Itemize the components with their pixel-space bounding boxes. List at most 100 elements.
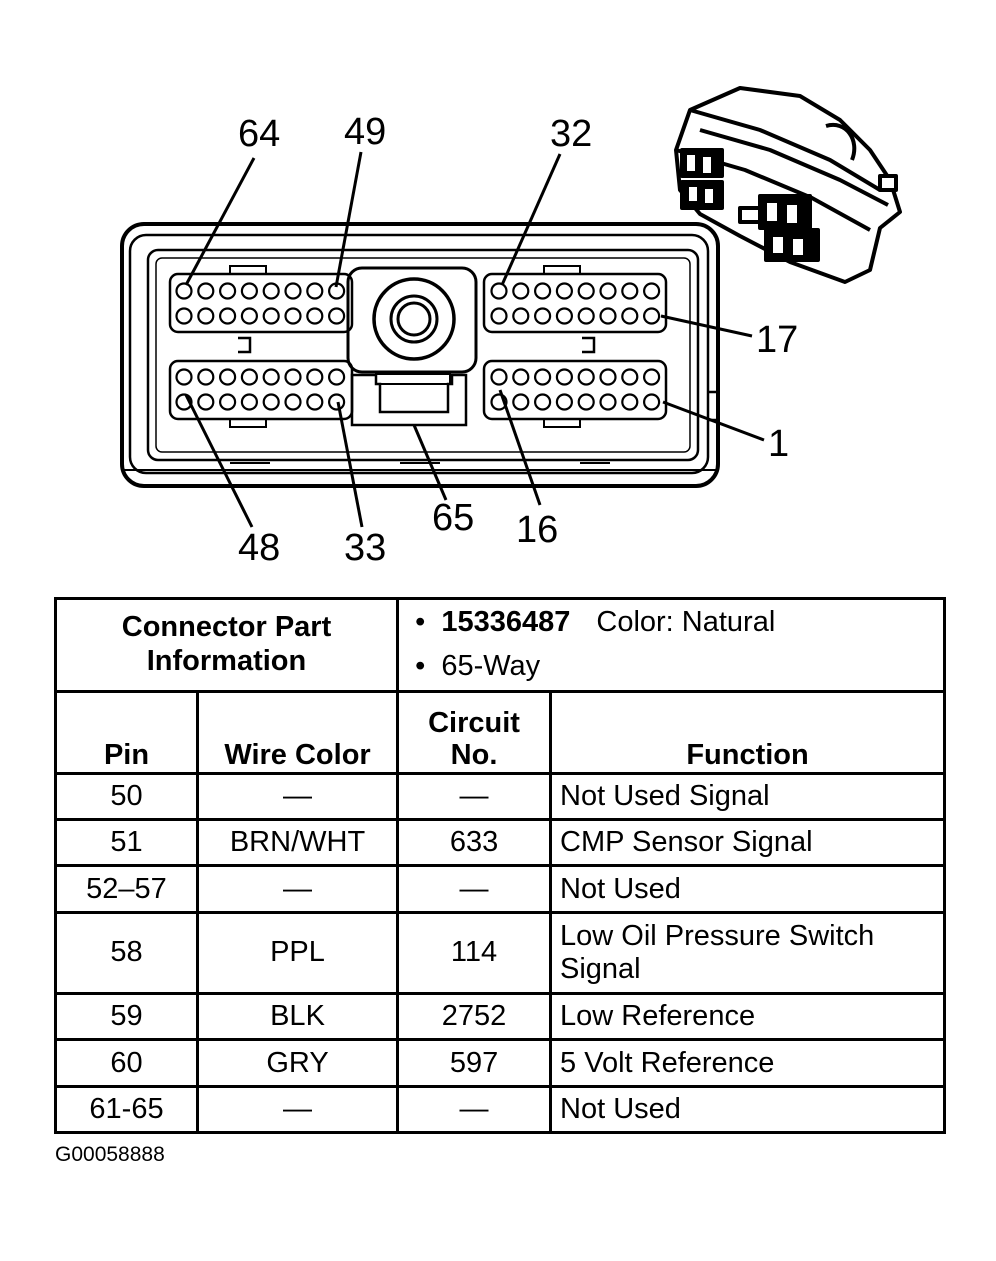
cell-wire-color: PPL [195,910,400,996]
pin-hole [219,393,237,411]
pin-hole [512,368,530,386]
cell-pin: 52–57 [54,864,199,914]
pin-hole [284,282,302,300]
pin-hole [240,368,258,386]
pin-hole [306,368,324,386]
cell-circuit: — [396,771,553,822]
cell-function: Not Used Signal [549,771,947,822]
col-header-wire-color: Wire Color [195,689,400,775]
connector-face [120,222,720,488]
table-row: 59 BLK 2752 Low Reference [54,992,947,1042]
pin-hole [219,282,237,300]
cell-pin: 61-65 [54,1084,199,1135]
col-header-circuit-no: Circuit No. [396,689,553,775]
cell-circuit: 114 [396,910,553,996]
pin-hole [555,282,574,300]
pin-hole [533,282,552,300]
cell-circuit: — [396,1084,553,1135]
connector-color: Color: Natural [596,606,776,639]
pin-hole [577,307,595,325]
pin-label-17: 17 [756,319,798,361]
pin-label-65: 65 [432,497,474,539]
pin-hole [175,368,193,386]
pin-hole [621,307,639,325]
pin-hole [284,393,302,411]
cell-function: Not Used [549,864,947,914]
pin-block-lower-left [168,359,354,421]
pin-hole [533,393,552,411]
col-header-function: Function [549,689,947,775]
pin-hole [621,282,639,300]
cell-wire-color: — [195,1084,400,1135]
cell-pin: 58 [54,910,199,996]
pin-hole [284,307,302,325]
figure-id: G00058888 [55,1143,165,1166]
cell-pin: 59 [54,992,199,1042]
pin-hole [262,307,280,325]
pin-hole [219,307,237,325]
pin-label-33: 33 [344,527,386,569]
pin-hole [490,368,508,386]
leader-lines [184,151,765,528]
cell-circuit: — [396,864,553,914]
pin-hole [284,368,302,386]
cell-wire-color: — [195,771,400,822]
pin-block-upper-left [168,272,354,334]
cell-function: Low Oil Pressure Switch Signal [549,910,947,996]
pin-hole [512,307,530,325]
pin-hole [642,282,661,300]
pin-label-1: 1 [768,423,789,465]
pin-hole [262,393,280,411]
pin-hole [599,393,617,411]
cell-wire-color: — [195,864,400,914]
pin-hole [577,368,595,386]
pin-hole [240,393,258,411]
pin-hole [512,282,530,300]
connector-way: 65-Way [441,649,541,682]
pin-hole [306,393,324,411]
cell-circuit: 2752 [396,992,553,1042]
cell-function: CMP Sensor Signal [549,818,947,868]
cell-function: Low Reference [549,992,947,1042]
pin-label-49: 49 [344,111,386,153]
cell-function: Not Used [549,1084,947,1135]
pin-block-lower-right [482,359,668,421]
pin-label-64: 64 [238,113,280,155]
pin-hole [328,307,346,325]
table-row: 61-65 — — Not Used [54,1084,947,1135]
pin-hole [219,368,237,386]
pin-hole [555,368,574,386]
pin-hole [240,282,258,300]
cell-circuit: 633 [396,818,553,868]
pin-hole [599,307,617,325]
pin-hole [621,368,639,386]
pin-label-48: 48 [238,527,280,569]
pin-hole [621,393,639,411]
cell-pin: 50 [54,771,199,822]
pin-hole [197,393,215,411]
pin-hole [175,307,193,325]
connector-diagram: 64 49 32 17 1 48 33 65 16 [120,86,902,569]
cell-pin: 51 [54,818,199,868]
table-row: 60 GRY 597 5 Volt Reference [54,1038,947,1088]
cell-wire-color: BRN/WHT [195,818,400,868]
pin-hole [599,368,617,386]
pin-hole [262,282,280,300]
pin-hole [577,282,595,300]
pin-hole [555,393,574,411]
pin-hole [533,368,552,386]
pin-hole [306,282,324,300]
pin-hole [642,307,661,325]
pin-hole [197,368,215,386]
pin-hole [197,282,215,300]
pin-hole [642,393,661,411]
pin-hole [577,393,595,411]
pin-hole [328,393,346,411]
pin-holes [175,282,661,411]
pin-hole [175,282,193,300]
table-row: 51 BRN/WHT 633 CMP Sensor Signal [54,818,947,868]
cell-wire-color: GRY [195,1038,400,1088]
pin-hole [599,282,617,300]
cell-wire-color: BLK [195,992,400,1042]
